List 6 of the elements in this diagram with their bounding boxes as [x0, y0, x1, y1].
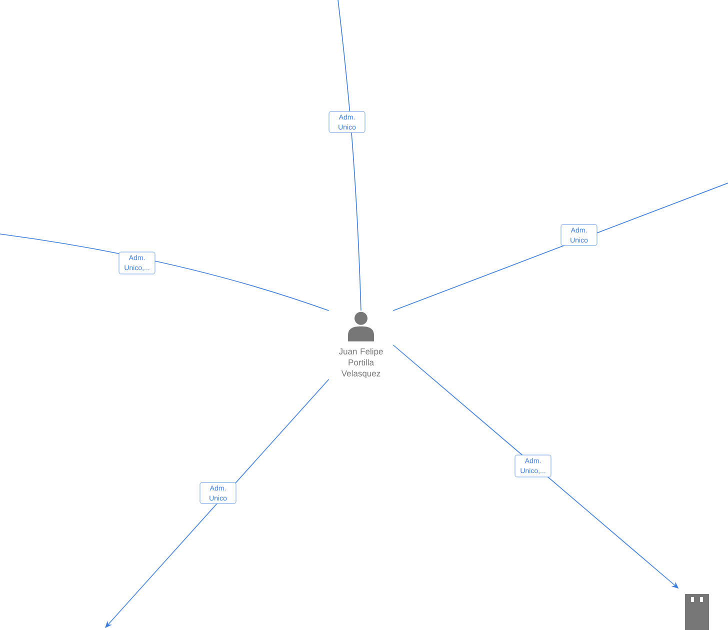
connector-line	[0, 234, 330, 312]
person-name: Juan Felipe Portilla Velasquez	[338, 348, 383, 378]
building-icon	[685, 594, 709, 630]
connector-line	[338, 0, 362, 312]
connector-line	[105, 378, 330, 628]
connector-line	[392, 182, 728, 312]
